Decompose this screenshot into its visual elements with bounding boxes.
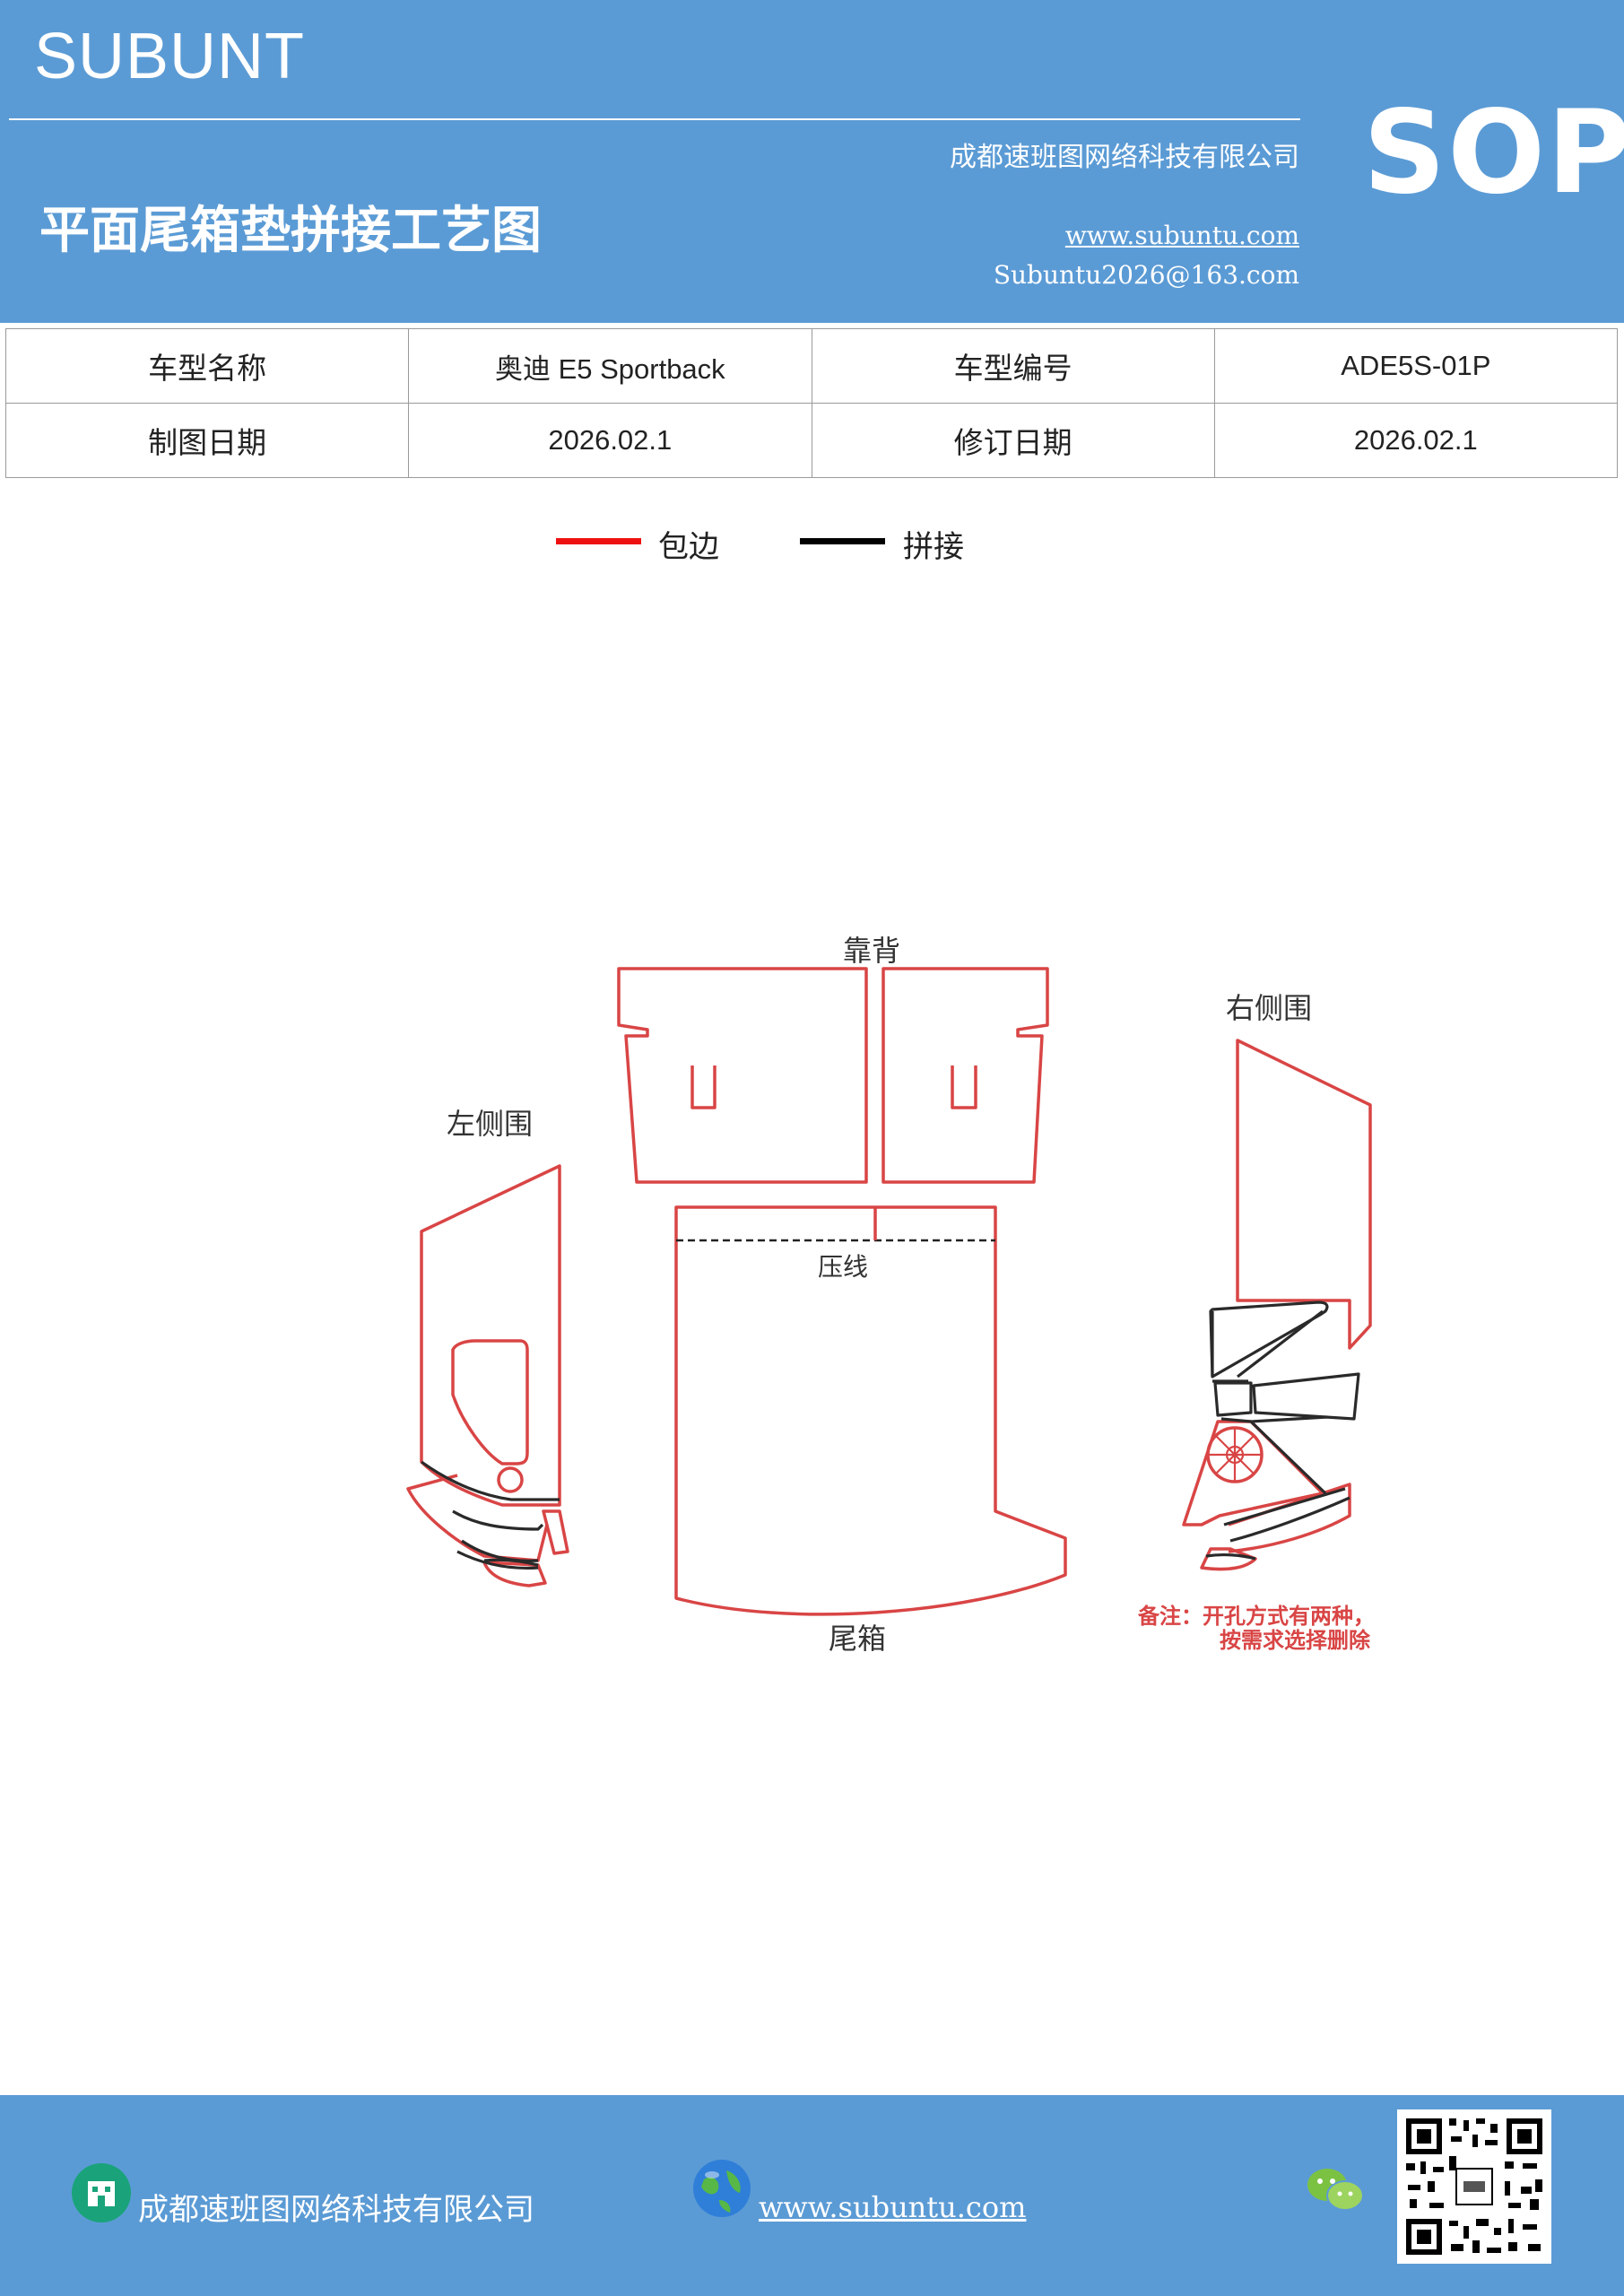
fan-hole-blades [1208, 1428, 1262, 1482]
edge-legend-label: 包边 [658, 529, 719, 565]
right-side-joint-center [1213, 1381, 1253, 1417]
left-side-joint-upper [421, 1460, 560, 1501]
header-email: Subuntu2026@163.com [993, 260, 1299, 290]
trunk-label: 尾箱 [829, 1622, 886, 1656]
table-row: 车型名称 奥迪 E5 Sportback 车型编号 ADE5S-01P [4, 328, 1619, 404]
left-side-label: 左侧围 [447, 1107, 533, 1141]
right-side-joint-top [1209, 1300, 1329, 1378]
sop-badge: SOP [1363, 86, 1624, 220]
footer-website-link[interactable]: www.subuntu.com [759, 2190, 1027, 2224]
edge-swatch [556, 538, 641, 544]
model-name-value: 奥迪 E5 Sportback [408, 328, 812, 404]
building-icon [72, 2163, 131, 2222]
right-side-joint-wedge [1252, 1372, 1360, 1421]
header-website-link[interactable]: www.subuntu.com [1064, 221, 1299, 250]
trunk-floor-panel [674, 1205, 1067, 1616]
model-code-label: 车型编号 [811, 328, 1215, 404]
footer-company-name: 成都速班图网络科技有限公司 [138, 2192, 534, 2228]
backrest-left-slot [690, 1065, 716, 1109]
brand-logo-text: SUBUNT [34, 21, 306, 92]
left-side-joint-foot [483, 1558, 539, 1567]
left-side-tab [542, 1509, 569, 1555]
right-side-joint-trim [1223, 1487, 1350, 1543]
right-side-joint-arms [1211, 1311, 1248, 1383]
left-side-joint-trim [456, 1539, 539, 1570]
right-side-foot [1200, 1547, 1257, 1571]
right-side-lower-trim [1228, 1483, 1351, 1553]
left-side-foot [482, 1561, 547, 1587]
right-side-joint-lower [1220, 1415, 1328, 1495]
left-side-joint-lower [452, 1509, 544, 1531]
backrest-right-slot [951, 1065, 977, 1109]
joint-legend-label: 拼接 [903, 529, 964, 565]
backrest-right-panel [881, 967, 1049, 1184]
header-company-name: 成都速班图网络科技有限公司 [950, 142, 1299, 173]
drawing-date-label: 制图日期 [4, 403, 410, 478]
revision-date-value: 2026.02.1 [1213, 403, 1619, 478]
wechat-icon[interactable] [1304, 2163, 1367, 2217]
left-side-lower-trim [406, 1474, 549, 1562]
info-table: 车型名称 奥迪 E5 Sportback 车型编号 ADE5S-01P 制图日期… [4, 328, 1619, 478]
table-row: 制图日期 2026.02.1 修订日期 2026.02.1 [4, 403, 1619, 478]
press-line-label: 压线 [818, 1252, 868, 1282]
drawing-date-value: 2026.02.1 [408, 403, 812, 478]
left-side-cutout [451, 1339, 529, 1465]
model-code-value: ADE5S-01P [1213, 328, 1619, 404]
note-line-2: 按需求选择删除 [1220, 1628, 1371, 1653]
header-divider [9, 118, 1300, 120]
right-side-panel [1236, 1039, 1372, 1350]
right-side-label: 右侧围 [1226, 991, 1312, 1025]
legend: 包边 拼接 [0, 522, 1624, 576]
model-name-label: 车型名称 [4, 328, 410, 404]
backrest-left-panel [617, 967, 868, 1184]
right-side-joint-foot [1205, 1552, 1256, 1561]
globe-icon [693, 2160, 751, 2217]
joint-swatch [800, 538, 885, 544]
note-line-1: 备注：开孔方式有两种， [1137, 1604, 1375, 1629]
left-side-hole [497, 1466, 524, 1493]
qr-code [1397, 2109, 1551, 2264]
page-title: 平面尾箱垫拼接工艺图 [39, 202, 542, 260]
right-side-joint-diagonal [1237, 1309, 1324, 1378]
header-banner: SUBUNT 成都速班图网络科技有限公司 平面尾箱垫拼接工艺图 www.subu… [0, 0, 1624, 323]
backrest-label: 靠背 [843, 934, 900, 968]
revision-date-label: 修订日期 [811, 403, 1215, 478]
